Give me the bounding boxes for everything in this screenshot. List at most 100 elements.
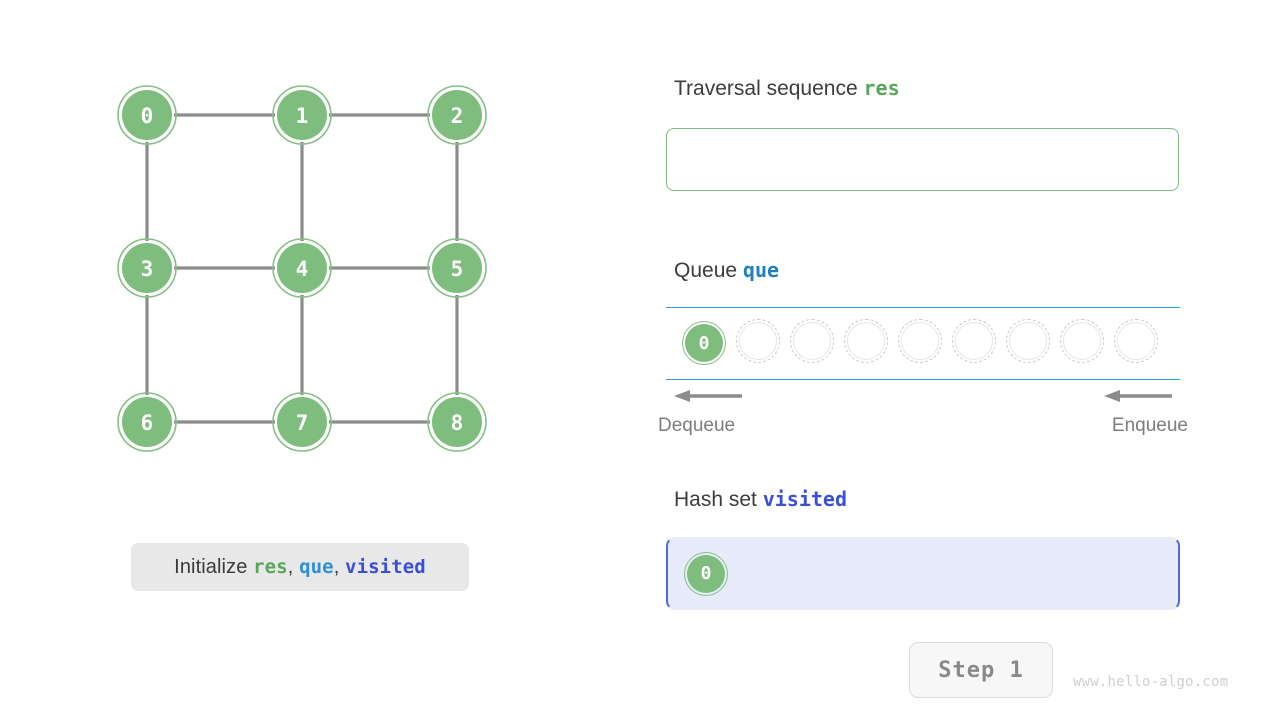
res-title-variable: res xyxy=(863,76,900,100)
graph-node-label: 0 xyxy=(141,104,154,128)
dequeue-arrow-icon xyxy=(674,389,742,403)
graph-node-ring xyxy=(272,238,332,298)
queue-slot xyxy=(1058,314,1106,372)
graph-node-ring xyxy=(117,85,177,145)
queue-slot-outline xyxy=(1114,319,1158,363)
queue-section-title: Queue que xyxy=(674,258,779,283)
res-title-prefix: Traversal sequence xyxy=(674,77,858,100)
graph-node-7[interactable]: 7 xyxy=(272,392,332,452)
res-container xyxy=(666,128,1179,191)
queue-labels: Dequeue Enqueue xyxy=(658,415,1188,437)
graph-node-label: 6 xyxy=(141,411,154,435)
graph-node-fill xyxy=(432,90,482,140)
queue-slots: 0 xyxy=(680,314,1160,372)
graph-node-label: 8 xyxy=(451,411,464,435)
queue-slot-inner xyxy=(739,322,777,360)
queue-slot-outline xyxy=(898,319,942,363)
caption-text: Initialize res, que, visited xyxy=(174,556,426,579)
visited-item: 0 xyxy=(684,551,728,596)
queue-slot-inner xyxy=(955,322,993,360)
graph-node-fill xyxy=(277,397,327,447)
queue-title-variable: que xyxy=(742,258,780,282)
graph-node-label: 3 xyxy=(141,257,154,281)
graph-node-fill xyxy=(122,90,172,140)
chip-label: 0 xyxy=(685,324,723,362)
queue-slot-outline xyxy=(844,319,888,363)
queue-slot-inner xyxy=(1009,322,1047,360)
caption-token-res: res xyxy=(253,555,288,578)
graph-node-4[interactable]: 4 xyxy=(272,238,332,298)
queue-slot: 0 xyxy=(680,314,728,372)
queue-slot xyxy=(1112,314,1160,372)
visited-section-title: Hash set visited xyxy=(674,487,847,512)
watermark: www.hello-algo.com xyxy=(1073,674,1229,690)
graph-node-6[interactable]: 6 xyxy=(117,392,177,452)
graph-node-fill xyxy=(432,397,482,447)
caption-separator-2: , xyxy=(333,555,340,578)
graph-nodes: 0 1 2 3 4 5 6 7 8 xyxy=(117,85,487,452)
graph-node-5[interactable]: 5 xyxy=(427,238,487,298)
queue-slot-inner xyxy=(1063,322,1101,360)
graph-node-label: 5 xyxy=(451,257,464,281)
graph-node-ring xyxy=(427,85,487,145)
visited-title-variable: visited xyxy=(762,487,848,511)
queue-container: 0 xyxy=(666,307,1180,380)
res-section-title: Traversal sequence res xyxy=(674,76,900,101)
queue-slot-outline xyxy=(1006,319,1050,363)
dequeue-label: Dequeue xyxy=(658,415,736,436)
chip-ring xyxy=(682,321,726,365)
graph-node-ring xyxy=(427,238,487,298)
graph-svg: 0 1 2 3 4 5 6 7 8 xyxy=(117,85,487,452)
caption-separator-1: , xyxy=(287,555,294,578)
graph-node-fill xyxy=(122,397,172,447)
queue-slot-inner xyxy=(847,322,885,360)
queue-slot xyxy=(788,314,836,372)
visited-title-prefix: Hash set xyxy=(674,488,757,511)
graph-node-3[interactable]: 3 xyxy=(117,238,177,298)
queue-slot xyxy=(1004,314,1052,372)
queue-slot-outline xyxy=(952,319,996,363)
graph-panel: 0 1 2 3 4 5 6 7 8 Initialize res, que, visited xyxy=(0,0,620,720)
enqueue-arrow-icon xyxy=(1104,389,1172,403)
caption-box: Initialize res, que, visited xyxy=(131,543,469,591)
graph-node-fill xyxy=(277,243,327,293)
graph-node-fill xyxy=(122,243,172,293)
queue-slot-inner xyxy=(1117,322,1155,360)
visited-container: 0 xyxy=(666,537,1180,610)
graph-edges xyxy=(145,113,459,424)
graph-node-label: 4 xyxy=(296,257,309,281)
caption-prefix: Initialize xyxy=(174,555,248,578)
graph-node-label: 2 xyxy=(451,104,464,128)
queue-slot xyxy=(950,314,998,372)
queue-slot-inner xyxy=(793,322,831,360)
queue-slot-inner xyxy=(901,322,939,360)
queue-slot-outline xyxy=(1060,319,1104,363)
graph-node-8[interactable]: 8 xyxy=(427,392,487,452)
caption-token-visited: visited xyxy=(345,555,426,578)
queue-rail-top xyxy=(666,307,1180,308)
enqueue-label: Enqueue xyxy=(1111,415,1188,436)
graph-node-ring xyxy=(117,238,177,298)
queue-item: 0 xyxy=(682,321,726,365)
queue-arrow-row xyxy=(666,385,1180,405)
graph-node-fill xyxy=(277,90,327,140)
graph-node-2[interactable]: 2 xyxy=(427,85,487,145)
graph-node-1[interactable]: 1 xyxy=(272,85,332,145)
right-panel: Traversal sequence res Queue que 0 Deque… xyxy=(620,0,1280,720)
queue-slot xyxy=(842,314,890,372)
graph-node-fill xyxy=(432,243,482,293)
queue-title-prefix: Queue xyxy=(674,259,738,282)
chip-label: 0 xyxy=(687,554,725,593)
graph-node-0[interactable]: 0 xyxy=(117,85,177,145)
queue-slot xyxy=(896,314,944,372)
chip-ring xyxy=(684,551,728,596)
queue-slot xyxy=(734,314,782,372)
queue-rail-bottom xyxy=(666,379,1180,380)
caption-token-que: que xyxy=(299,555,334,578)
queue-slot-outline xyxy=(790,319,834,363)
graph-node-ring xyxy=(272,85,332,145)
step-indicator[interactable]: Step 1 xyxy=(909,642,1053,698)
graph-node-ring xyxy=(272,392,332,452)
graph-node-label: 7 xyxy=(296,411,309,435)
graph-node-label: 1 xyxy=(296,104,309,128)
